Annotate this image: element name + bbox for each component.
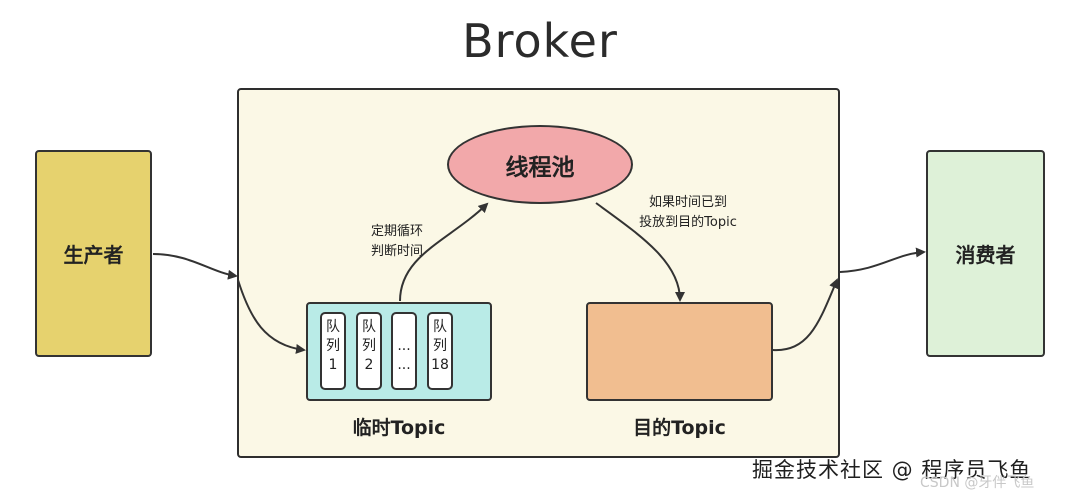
scan-note: 定期循环 判断时间 <box>352 222 442 262</box>
scan-note-line: 定期循环 <box>370 224 423 239</box>
queue-char: 队 <box>362 319 376 335</box>
thread-pool-label: 线程池 <box>505 154 575 181</box>
deliver-note: 如果时间已到 投放到目的Topic <box>618 193 758 233</box>
broker-title: Broker <box>462 14 618 68</box>
queue-item: 队 列 2 <box>356 312 382 390</box>
temp-topic-label: 临时Topic <box>352 417 446 439</box>
queue-ellipsis: ... <box>397 357 411 373</box>
queue-item: 队 列 18 <box>427 312 453 390</box>
broker-to-consumer-arrow <box>839 247 926 273</box>
queue-number: 1 <box>328 357 338 373</box>
queue-char: 列 <box>433 338 447 354</box>
producer-node <box>35 150 152 357</box>
queue-ellipsis: ... <box>397 338 411 354</box>
watermark-text: 掘金技术社区 @ 程序员飞鱼 <box>752 458 1032 482</box>
queue-char: 列 <box>326 338 340 354</box>
watermark-csdn: CSDN @牙伴飞鱼 <box>920 475 1035 491</box>
dest-topic-node <box>586 302 773 401</box>
queue-char <box>393 318 415 337</box>
producer-label: 生产者 <box>63 243 124 267</box>
queue-number: 18 <box>431 357 449 373</box>
producer-to-broker-arrow <box>152 253 238 280</box>
deliver-note-line: 投放到目的Topic <box>639 215 737 230</box>
dest-topic-label: 目的Topic <box>633 417 726 439</box>
queue-char: 队 <box>326 319 340 335</box>
queue-char: 列 <box>362 338 376 354</box>
consumer-label: 消费者 <box>955 243 1016 267</box>
queue-number: 2 <box>364 357 374 373</box>
deliver-note-line: 如果时间已到 <box>648 195 727 210</box>
queue-item: 队 列 1 <box>320 312 346 390</box>
thread-pool-node <box>447 125 633 204</box>
queue-item-ellipsis: ... ... <box>391 312 417 390</box>
consumer-node <box>926 150 1045 357</box>
scan-note-line: 判断时间 <box>370 244 423 259</box>
queue-char: 队 <box>433 319 447 335</box>
